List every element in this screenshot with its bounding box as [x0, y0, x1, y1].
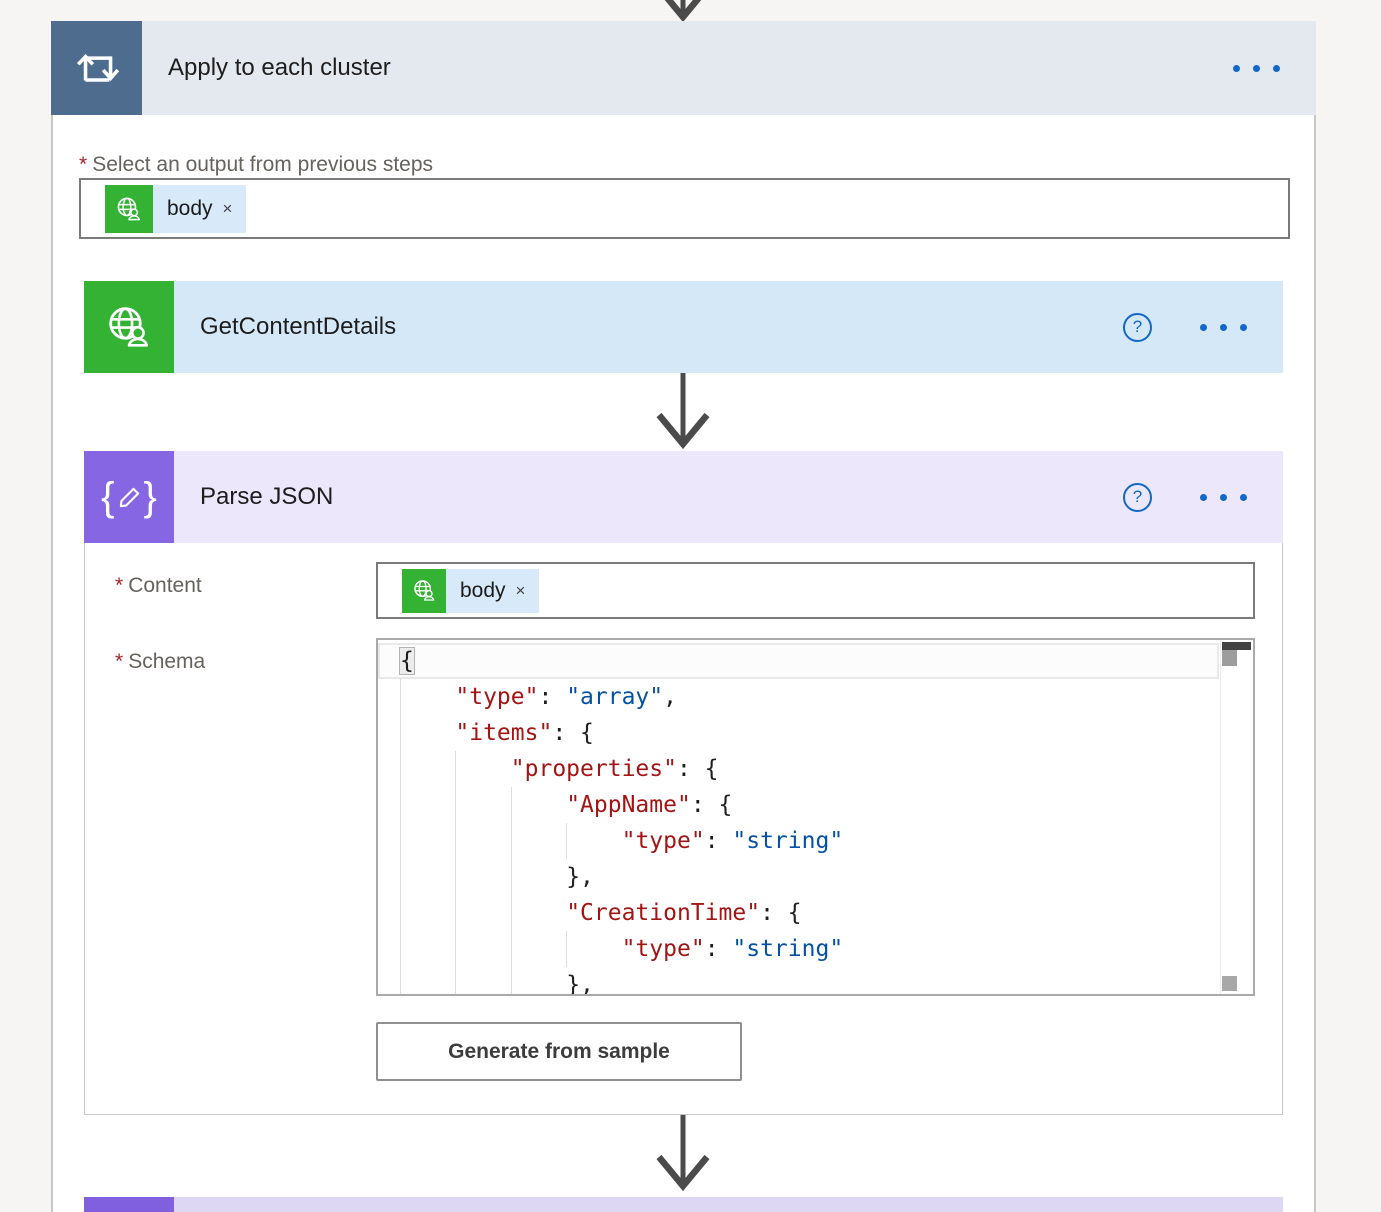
content-input[interactable]: body × [376, 562, 1255, 619]
code-line: "items": { [378, 715, 1219, 751]
ellipsis-icon [1200, 323, 1207, 331]
get-content-menu-button[interactable] [1192, 316, 1255, 339]
schema-editor[interactable]: {"type": "array","items": {"properties":… [376, 638, 1255, 996]
required-asterisk: * [79, 153, 88, 176]
http-connector-icon [402, 568, 446, 613]
code-line: }, [378, 859, 1219, 895]
help-icon: ? [1132, 487, 1143, 506]
schema-editor-content: {"type": "array","items": {"properties":… [378, 643, 1219, 994]
pencil-icon [119, 487, 139, 507]
parse-json-icon: { } [84, 451, 174, 543]
apply-to-each-card: Apply to each cluster * Select an output… [51, 21, 1316, 1212]
get-content-details-title: GetContentDetails [200, 313, 397, 340]
parse-json-menu-button[interactable] [1192, 486, 1255, 509]
generate-from-sample-button[interactable]: Generate from sample [376, 1022, 742, 1081]
globe-person-icon [109, 307, 149, 347]
connector-arrow-icon [653, 1115, 713, 1193]
schema-label: * Schema [115, 650, 206, 673]
next-action-icon [84, 1197, 174, 1212]
body-token[interactable]: body × [402, 568, 540, 613]
code-line: "CreationTime": { [378, 895, 1219, 931]
connector-arrow-icon [653, 373, 713, 451]
apply-to-each-header[interactable]: Apply to each cluster [51, 21, 1316, 115]
code-line: "properties": { [378, 751, 1219, 787]
apply-to-each-icon [51, 21, 142, 115]
body-token[interactable]: body × [105, 184, 247, 233]
code-line: { [378, 643, 1219, 679]
token-remove-button[interactable]: × [515, 580, 526, 600]
select-output-label: * Select an output from previous steps [79, 153, 434, 176]
parse-json-title: Parse JSON [200, 483, 334, 510]
get-content-details-card: GetContentDetails ? [84, 281, 1283, 373]
apply-to-each-title: Apply to each cluster [168, 54, 391, 81]
ellipsis-icon [1233, 64, 1240, 72]
next-action-card [84, 1197, 1283, 1212]
http-connector-icon [105, 184, 153, 233]
token-label: body [460, 578, 506, 602]
code-line: "type": "array", [378, 679, 1219, 715]
code-line: "AppName": { [378, 787, 1219, 823]
token-remove-button[interactable]: × [222, 198, 233, 218]
parse-json-header[interactable]: { } Parse JSON ? [84, 451, 1283, 543]
select-output-input[interactable]: body × [79, 178, 1290, 239]
scrollbar-corner[interactable] [1222, 976, 1237, 991]
scrollbar-track [1220, 640, 1221, 994]
apply-menu-button[interactable] [1225, 57, 1288, 80]
token-label: body [167, 196, 213, 220]
code-line: "type": "string" [378, 931, 1219, 967]
overview-ruler-marker [1222, 642, 1251, 650]
code-line: }, [378, 967, 1219, 994]
required-asterisk: * [115, 574, 124, 597]
code-line: "type": "string" [378, 823, 1219, 859]
ellipsis-icon [1200, 493, 1207, 501]
help-button[interactable]: ? [1123, 482, 1152, 512]
help-button[interactable]: ? [1123, 312, 1152, 342]
loop-icon [76, 53, 119, 82]
content-label: * Content [115, 574, 202, 597]
get-content-details-header[interactable]: GetContentDetails ? [84, 281, 1283, 373]
parse-json-card: { } Parse JSON ? [84, 451, 1283, 1115]
required-asterisk: * [115, 650, 124, 673]
help-icon: ? [1132, 317, 1143, 336]
braces-pencil-icon: { } [101, 475, 157, 519]
next-action-header[interactable] [84, 1197, 1283, 1212]
scrollbar-thumb[interactable] [1222, 650, 1237, 666]
get-content-details-icon [84, 281, 174, 373]
